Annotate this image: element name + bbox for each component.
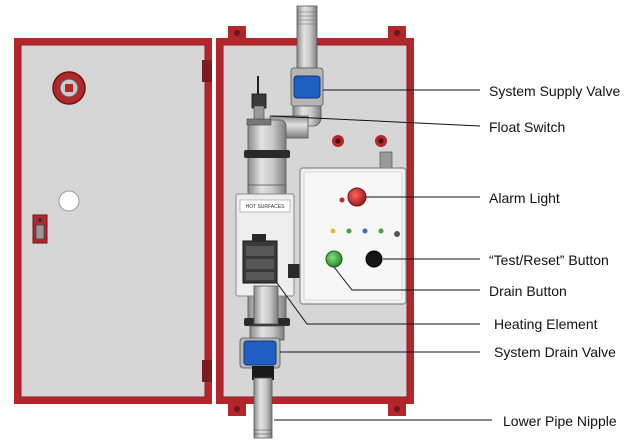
alarm-light [347,187,367,207]
control-box [288,151,407,305]
label-system-supply-valve: System Supply Valve [489,83,621,99]
door-hinge-upper [202,60,212,82]
leader-drain-button [333,266,480,291]
door-hole [58,190,80,212]
leader-float-switch [270,115,481,127]
leader-lines [270,89,492,421]
cabinet-door [14,38,212,404]
control-box-screw [394,231,400,237]
test-reset-button [365,250,383,268]
drain-valve-handle [243,340,277,366]
label-test-reset-button: “Test/Reset” Button [489,252,609,268]
status-led-blue [362,228,368,234]
control-box-connector [379,151,393,169]
system-supply-valve [290,67,324,107]
heating-element [242,234,278,284]
status-led-green [346,228,352,234]
door-latch-knob-icon [52,71,86,105]
label-lower-pipe-nipple: Lower Pipe Nipple [503,413,617,429]
leader-heating-element [276,282,480,325]
float-switch [246,76,272,126]
column-gasket-upper [244,150,290,158]
control-box-side-connector [288,264,300,278]
label-alarm-light: Alarm Light [489,190,560,206]
door-panel [20,44,206,398]
knockout-holes [332,135,387,147]
drain-button [325,250,343,268]
upper-pipe-nipple [296,5,318,69]
door-lock-tab-icon [32,214,48,244]
tag-text: HOT SURFACES [246,204,285,210]
supply-valve-handle [293,75,321,99]
status-led-red [339,197,345,203]
status-led-green-2 [378,228,384,234]
label-heating-element: Heating Element [494,316,598,332]
label-system-drain-valve: System Drain Valve [494,344,616,360]
status-led-yellow [330,228,336,234]
label-float-switch: Float Switch [489,119,566,135]
system-drain-valve [239,337,281,369]
lower-fitting [253,285,279,325]
lower-pipe-nipple [252,366,274,439]
label-drain-button: Drain Button [489,283,567,299]
door-hinge-lower [202,360,212,382]
